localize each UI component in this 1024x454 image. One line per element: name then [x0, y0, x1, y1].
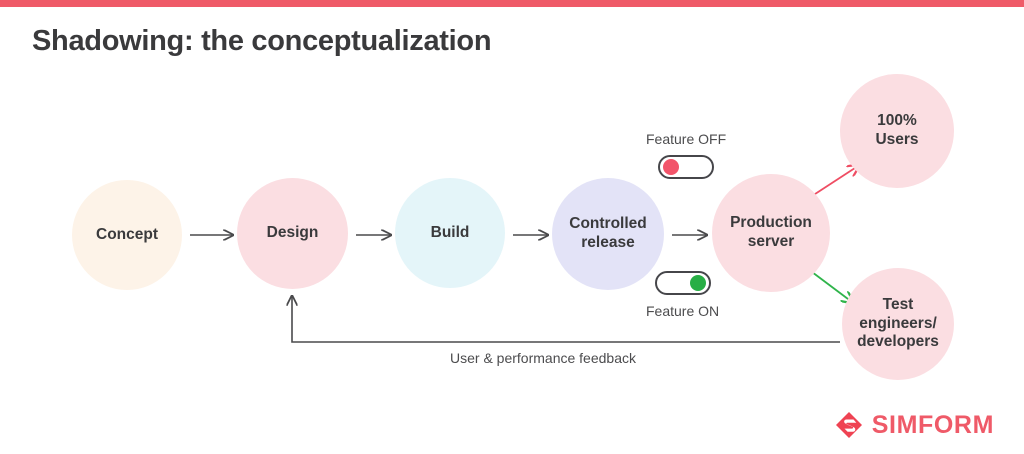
- flow-node-label: Test engineers/ developers: [857, 295, 939, 351]
- brand-name: SIMFORM: [871, 410, 994, 439]
- flow-node-concept[interactable]: Concept: [72, 180, 182, 290]
- feature-on-toggle-group: Feature ON: [646, 271, 719, 319]
- flow-node-label: Production server: [730, 214, 812, 250]
- feature-off-toggle-group: Feature OFF: [646, 131, 726, 179]
- page-title: Shadowing: the conceptualization: [32, 25, 492, 57]
- feature-off-label: Feature OFF: [646, 131, 727, 147]
- top-accent-bar: [0, 0, 1024, 7]
- flow-node-controlled-release[interactable]: Controlled release: [552, 178, 664, 290]
- flow-node-label: Controlled release: [569, 215, 647, 251]
- flow-node-label: Design: [266, 224, 319, 242]
- arrow-production-to-test-engineers: [811, 271, 852, 302]
- feature-on-toggle[interactable]: [654, 271, 711, 295]
- flow-node-label: 100% Users: [875, 112, 919, 148]
- flow-node-users-100[interactable]: 100% Users: [840, 74, 954, 188]
- flow-node-label: Build: [430, 223, 470, 241]
- feature-off-toggle[interactable]: [658, 155, 715, 179]
- flow-node-design[interactable]: Design: [237, 178, 348, 289]
- brand-logo: SIMFORM: [834, 410, 994, 440]
- flow-node-label: Concept: [96, 225, 158, 243]
- feature-on-label: Feature ON: [646, 303, 720, 319]
- toggle-knob-icon: [689, 275, 706, 291]
- feedback-loop-label: User & performance feedback: [450, 350, 636, 366]
- flow-node-production-server[interactable]: Production server: [712, 174, 830, 292]
- flow-node-build[interactable]: Build: [395, 178, 505, 288]
- flow-node-test-engineers[interactable]: Test engineers/ developers: [842, 268, 954, 380]
- toggle-knob-icon: [663, 159, 680, 175]
- simform-diamond-icon: [835, 412, 862, 438]
- feedback-loop-path: [292, 296, 840, 343]
- arrow-production-to-users: [811, 166, 858, 197]
